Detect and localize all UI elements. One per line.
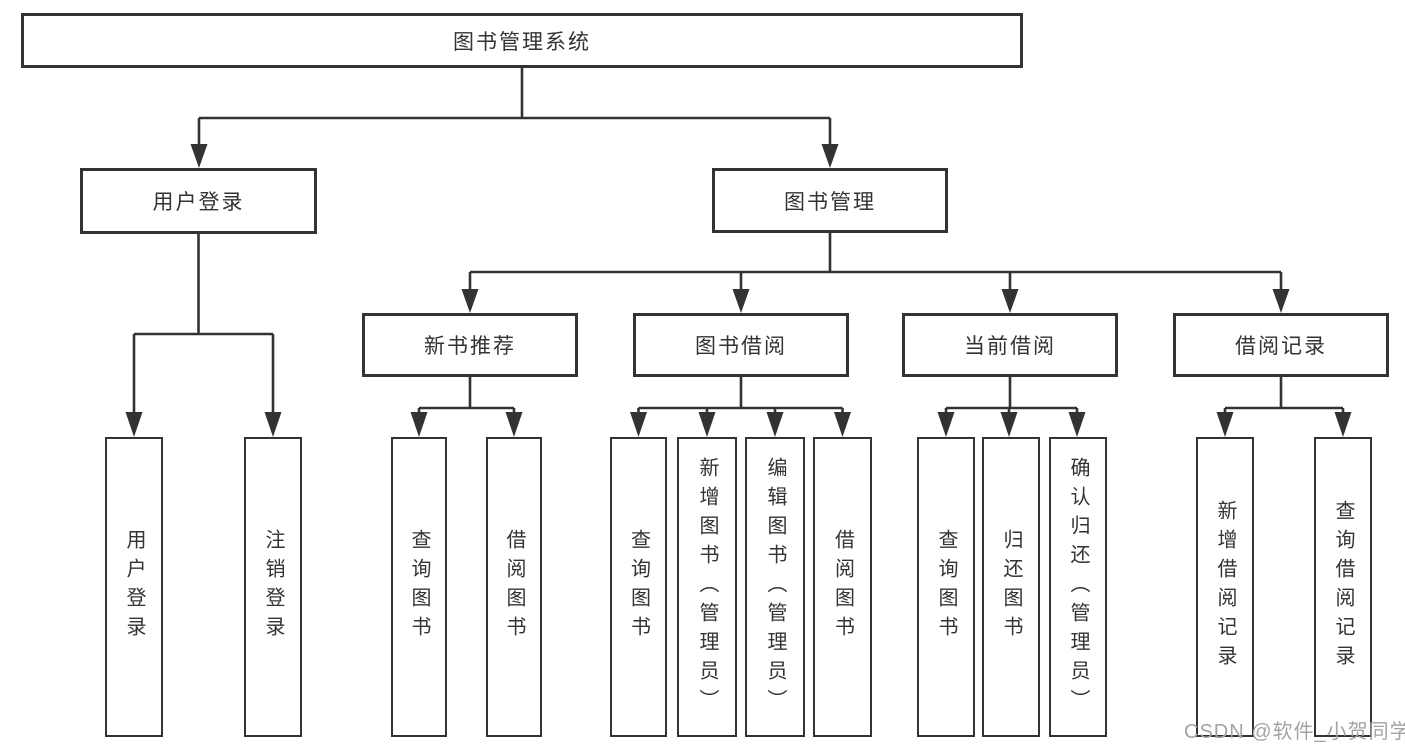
leaf-borrow-books-label: 借阅图书	[831, 529, 854, 645]
leaf-borrow-books-recommend: 借阅图书	[486, 437, 542, 737]
leaf-query-books-current: 查询图书	[917, 437, 975, 737]
leaf-user-login-label: 用户登录	[123, 529, 145, 645]
node-book-management-label: 图书管理	[784, 190, 876, 214]
leaf-query-books-borrow: 查询图书	[610, 437, 667, 737]
leaf-borrow-books: 借阅图书	[813, 437, 872, 737]
leaf-add-books-admin-label: 新增图书（管理员）	[696, 456, 718, 718]
leaf-confirm-return-admin: 确认归还（管理员）	[1049, 437, 1107, 737]
csdn-watermark: CSDN @软件_小贺同学	[1184, 721, 1405, 743]
leaf-add-books-admin: 新增图书（管理员）	[677, 437, 737, 737]
leaf-add-borrow-record-label: 新增借阅记录	[1214, 500, 1236, 674]
node-user-login: 用户登录	[80, 168, 317, 234]
node-book-borrow: 图书借阅	[633, 313, 849, 377]
arrowheads	[125, 144, 1352, 437]
node-user-login-label: 用户登录	[152, 191, 245, 214]
leaf-user-login: 用户登录	[105, 437, 163, 737]
leaf-edit-books-admin-label: 编辑图书（管理员）	[764, 456, 786, 718]
node-current-borrow: 当前借阅	[902, 313, 1118, 377]
leaf-edit-books-admin: 编辑图书（管理员）	[745, 437, 805, 737]
node-new-book-recommend: 新书推荐	[362, 313, 578, 377]
leaf-return-books-label: 归还图书	[1000, 529, 1022, 645]
leaf-logout: 注销登录	[244, 437, 302, 737]
node-book-borrow-label: 图书借阅	[695, 335, 787, 358]
leaf-query-books-borrow-label: 查询图书	[627, 529, 650, 645]
node-root-label: 图书管理系统	[453, 30, 591, 54]
node-current-borrow-label: 当前借阅	[964, 335, 1056, 358]
tree-edges	[132, 68, 1345, 414]
leaf-borrow-books-recommend-label: 借阅图书	[503, 529, 525, 645]
node-new-book-recommend-label: 新书推荐	[424, 335, 516, 358]
leaf-query-borrow-record: 查询借阅记录	[1314, 437, 1372, 737]
leaf-confirm-return-admin-label: 确认归还（管理员）	[1067, 456, 1089, 718]
node-borrow-records-label: 借阅记录	[1235, 335, 1327, 358]
leaf-query-books-recommend-label: 查询图书	[408, 529, 430, 645]
leaf-query-books-current-label: 查询图书	[935, 529, 957, 645]
node-book-management: 图书管理	[712, 168, 948, 233]
leaf-query-borrow-record-label: 查询借阅记录	[1332, 500, 1354, 674]
leaf-add-borrow-record: 新增借阅记录	[1196, 437, 1254, 737]
node-root-system: 图书管理系统	[21, 13, 1023, 68]
leaf-logout-label: 注销登录	[262, 529, 284, 645]
leaf-return-books: 归还图书	[982, 437, 1040, 737]
node-borrow-records: 借阅记录	[1173, 313, 1389, 377]
leaf-query-books-recommend: 查询图书	[391, 437, 447, 737]
